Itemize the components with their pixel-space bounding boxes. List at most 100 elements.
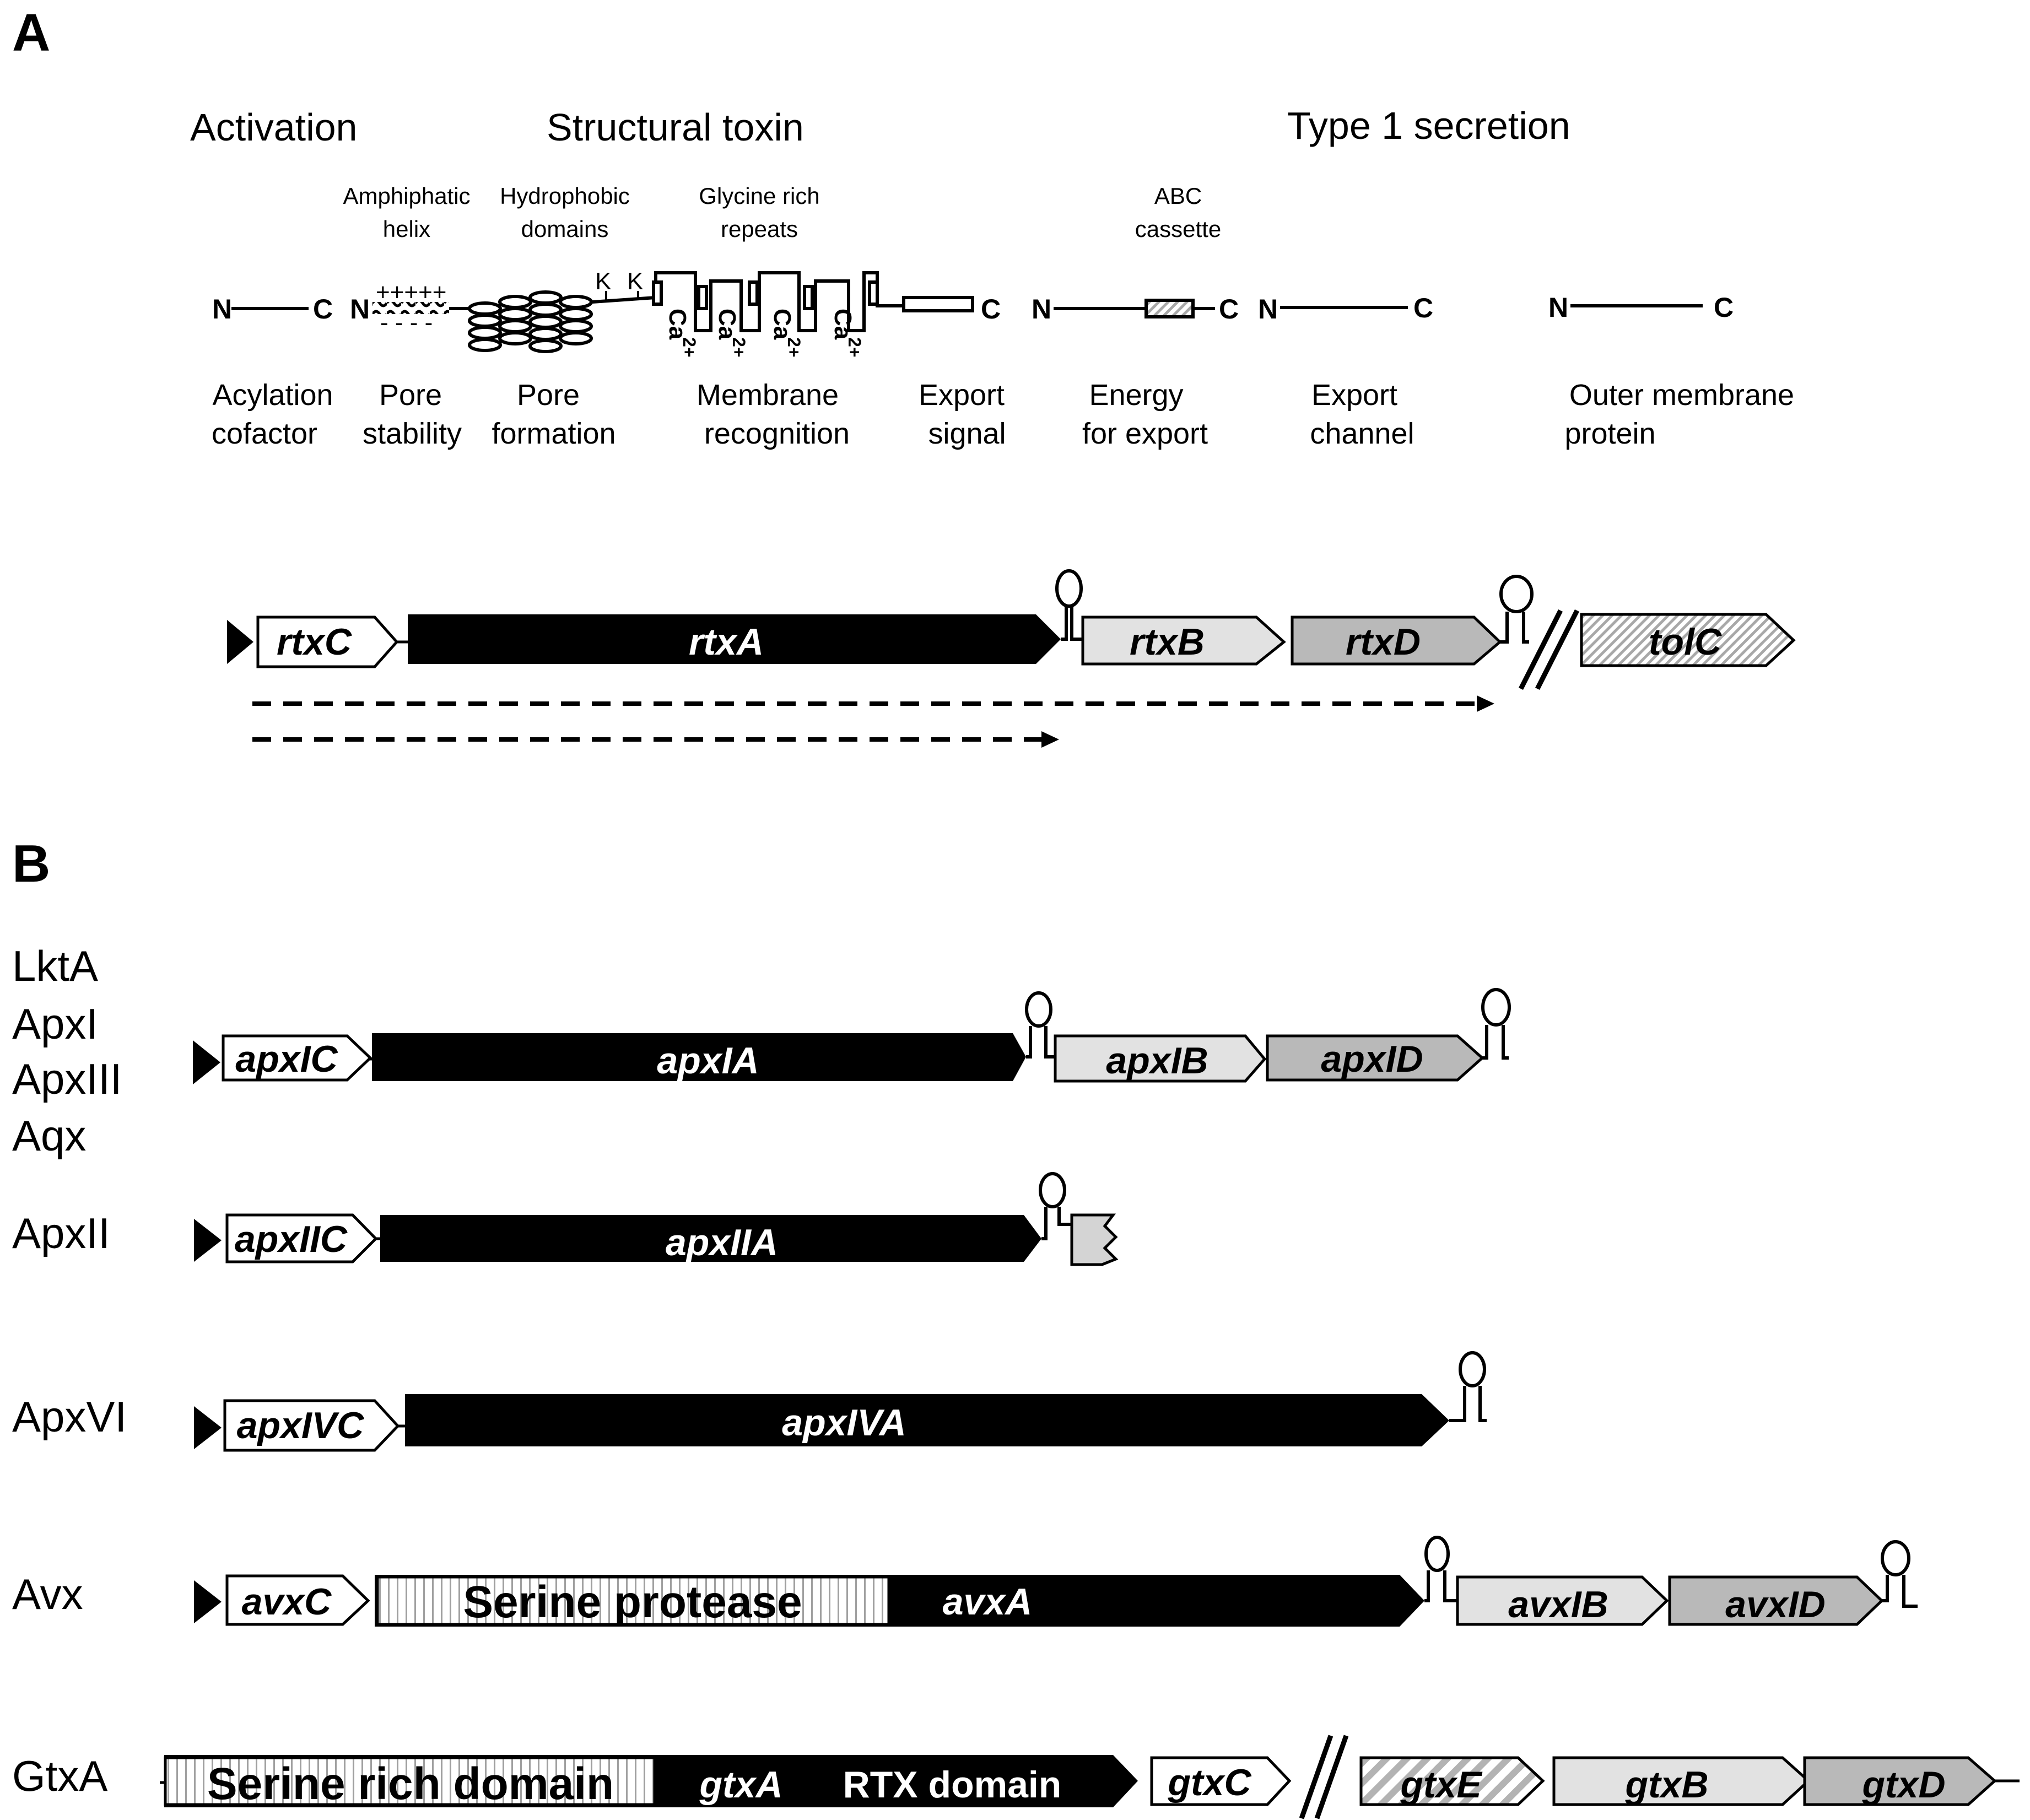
gene-apxID bbox=[1266, 1034, 1484, 1082]
gene-rtxC bbox=[256, 615, 399, 668]
gene-apxIIC bbox=[225, 1213, 378, 1263]
function-labels: Acylation cofactor Pore stability Pore f… bbox=[212, 379, 1794, 450]
n-terminus: N bbox=[1032, 294, 1051, 325]
category-structural-toxin: Structural toxin bbox=[547, 106, 804, 149]
gene-label-rtxA: rtxA bbox=[689, 621, 764, 663]
toxin-name-avx: Avx bbox=[12, 1570, 83, 1618]
fn-acylation: Acylation bbox=[212, 379, 333, 412]
gene-label-gtxD: gtxD bbox=[1861, 1764, 1945, 1806]
toxin-names: LktA ApxI ApxIII Aqx ApxII ApxVI Avx Gtx… bbox=[12, 942, 127, 1800]
fn-channel: channel bbox=[1310, 417, 1414, 450]
gene-label-rtxD: rtxD bbox=[1346, 621, 1421, 663]
panel-b-label: B bbox=[12, 834, 50, 893]
terminator-icon bbox=[1424, 1536, 1457, 1602]
serine-rich-domain bbox=[164, 1756, 656, 1806]
gene-label-rtxC: rtxC bbox=[277, 621, 352, 663]
feature-labels: Amphiphatic helix Hydrophobic domains Gl… bbox=[343, 183, 1221, 242]
ca-label: Ca bbox=[769, 309, 796, 340]
toxin-name-apxi: ApxI bbox=[12, 1000, 98, 1048]
break-icon bbox=[1518, 609, 1580, 690]
c-terminus: C bbox=[1714, 292, 1734, 323]
promoter-arrow bbox=[227, 620, 253, 664]
promoter-arrow bbox=[193, 1040, 220, 1084]
gene-label-tolC: tolC bbox=[1649, 621, 1722, 663]
gene-label-gtxE: gtxE bbox=[1400, 1764, 1483, 1806]
fn-protein: protein bbox=[1564, 417, 1655, 450]
gene-label-apxIVC: apxIVC bbox=[237, 1405, 364, 1446]
positive-charges: +++++ bbox=[376, 279, 446, 306]
terminator-icon bbox=[1055, 569, 1083, 641]
gene-label-gtxB: gtxB bbox=[1624, 1764, 1708, 1806]
gene-apxIC bbox=[222, 1034, 372, 1082]
terminator-icon bbox=[1449, 1351, 1487, 1422]
c-terminus: C bbox=[1413, 293, 1433, 323]
export-signal-box bbox=[902, 296, 974, 312]
calcium-labels: Ca 2+ Ca 2+ Ca 2+ Ca 2+ bbox=[664, 309, 865, 357]
fn-cofactor: cofactor bbox=[212, 417, 317, 450]
gene-label-apxIA: apxIA bbox=[657, 1040, 759, 1082]
serine-protease-label: Serine protease bbox=[463, 1577, 802, 1627]
fn-export: Export bbox=[1311, 379, 1397, 412]
feature-glycine-rich: Glycine rich bbox=[699, 183, 819, 209]
gene-label-rtxB: rtxB bbox=[1130, 621, 1205, 663]
gene-label-apxIC: apxIC bbox=[235, 1038, 338, 1080]
n-terminus: N bbox=[212, 294, 232, 325]
gene-rtxB bbox=[1081, 615, 1286, 666]
truncated-gene-fragment bbox=[1070, 1213, 1119, 1266]
gene-apxIVC bbox=[223, 1399, 400, 1452]
gene-label-avxID: avxID bbox=[1725, 1584, 1825, 1625]
terminator-icon bbox=[1025, 991, 1055, 1058]
gene-apxIA bbox=[372, 1033, 1026, 1081]
fn-formation: formation bbox=[492, 417, 616, 450]
negative-charges: - - - - bbox=[380, 309, 433, 336]
fn-pore: Pore bbox=[379, 379, 442, 412]
panel-b: B LktA ApxI ApxIII Aqx ApxII ApxVI Avx G… bbox=[12, 834, 2020, 1819]
operon-gtx: Serine rich domain gtxA RTX domain gtxC … bbox=[160, 1735, 2020, 1819]
ca-label: Ca bbox=[829, 309, 856, 340]
ca-label: Ca bbox=[664, 309, 691, 340]
n-terminus: N bbox=[1258, 294, 1278, 325]
toxin-name-apxvi: ApxVI bbox=[12, 1392, 127, 1441]
gene-label-apxIB: apxIB bbox=[1106, 1040, 1208, 1082]
transcript-arrowhead bbox=[1041, 731, 1059, 748]
operon-apxI: apxIC apxIA apxIB apxID bbox=[193, 988, 1511, 1084]
terminator-icon bbox=[1481, 988, 1511, 1060]
operon-apxIV: apxIVC apxIVA bbox=[194, 1351, 1487, 1452]
gene-apxIB bbox=[1054, 1034, 1267, 1083]
ca-charge: 2+ bbox=[845, 337, 865, 357]
gene-label-gtxC: gtxC bbox=[1167, 1762, 1251, 1803]
calcium-binding-repeats bbox=[652, 271, 904, 332]
fn-export: Export bbox=[919, 379, 1005, 412]
toxin-name-lkta: LktA bbox=[12, 942, 98, 990]
feature-cassette: cassette bbox=[1135, 216, 1221, 242]
fn-pore: Pore bbox=[517, 379, 580, 412]
gene-avxC bbox=[225, 1574, 370, 1626]
c-terminus: C bbox=[1219, 294, 1239, 325]
protein-schematics: N C N +++++ - - - - K K bbox=[212, 268, 1734, 357]
gene-label-apxIVA: apxIVA bbox=[782, 1402, 906, 1444]
operon-avx: avxC Serine protease avxA avxIB avxID bbox=[194, 1536, 1918, 1627]
category-type1-secretion: Type 1 secretion bbox=[1287, 104, 1570, 147]
terminator-icon bbox=[1499, 575, 1534, 644]
feature-hydrophobic: Hydrophobic bbox=[500, 183, 630, 209]
transcript-arrowhead bbox=[1477, 695, 1494, 712]
toxin-name-apxii: ApxII bbox=[12, 1209, 110, 1257]
gene-avxIB bbox=[1456, 1575, 1669, 1626]
promoter-arrow bbox=[194, 1406, 222, 1449]
serine-rich-domain-label: Serine rich domain bbox=[207, 1759, 614, 1809]
operon-apxII: apxIIC apxIIA bbox=[194, 1172, 1119, 1266]
abc-cassette-box bbox=[1144, 299, 1195, 318]
c-terminus: C bbox=[981, 294, 1001, 325]
promoter-arrow bbox=[194, 1219, 222, 1262]
feature-helix: helix bbox=[383, 216, 430, 242]
fn-energy: Energy bbox=[1089, 379, 1183, 412]
fn-outer-membrane: Outer membrane bbox=[1569, 379, 1794, 412]
fn-signal: signal bbox=[928, 417, 1006, 450]
gene-label-avxIB: avxIB bbox=[1508, 1584, 1608, 1625]
gene-label-gtxA: gtxA bbox=[699, 1764, 782, 1806]
lysine-1: K bbox=[595, 268, 611, 295]
serine-protease-domain bbox=[376, 1575, 890, 1626]
feature-abc: ABC bbox=[1154, 183, 1202, 209]
panel-a: A Activation Structural toxin Type 1 sec… bbox=[12, 3, 1796, 748]
